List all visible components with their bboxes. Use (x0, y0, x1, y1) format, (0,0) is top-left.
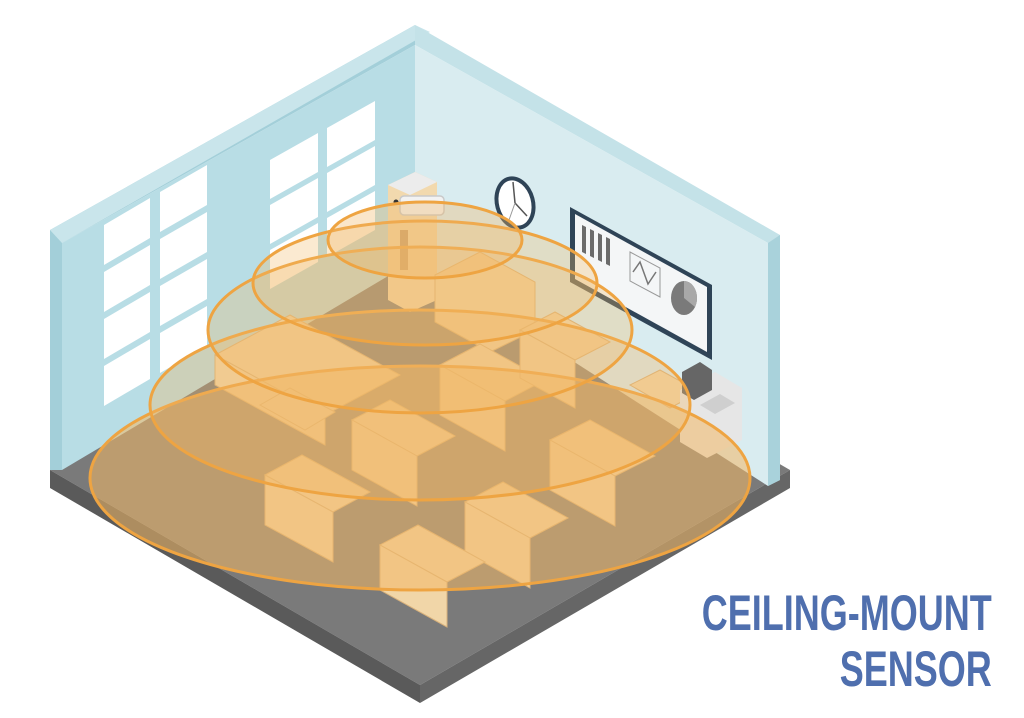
left-wall (50, 25, 430, 470)
coverage-ring-3 (148, 308, 692, 502)
pie-chart-icon (671, 281, 697, 315)
window-left (104, 165, 207, 406)
bar-chart-icon (582, 225, 610, 266)
coverage-ring-1 (326, 200, 524, 280)
coverage-zones (88, 200, 752, 592)
coverage-ring-4 (88, 364, 752, 592)
window-right (270, 101, 375, 289)
wall-chart-board (570, 207, 712, 360)
caption-line-2: SENSOR (839, 641, 992, 697)
caption-line-1: CEILING-MOUNT (702, 585, 992, 641)
clock-icon (494, 176, 536, 230)
coverage-ring-1a (251, 219, 599, 347)
caption-title: CEILING-MOUNT SENSOR (702, 585, 992, 697)
line-chart-icon (629, 251, 661, 298)
coverage-ring-2 (206, 245, 634, 415)
